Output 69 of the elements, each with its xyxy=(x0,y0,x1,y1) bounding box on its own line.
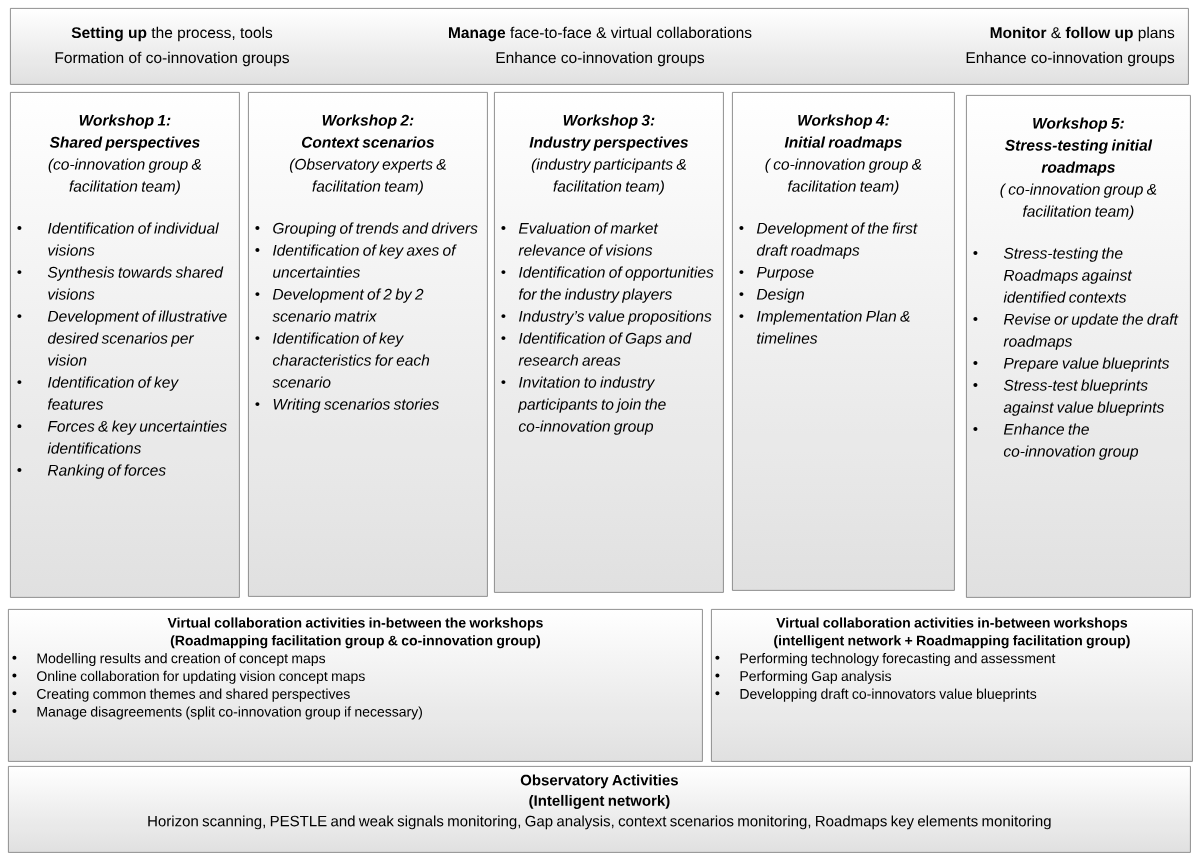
workshop-heading: Workshop 5: xyxy=(1033,117,1124,132)
panel-heading: (Intelligent network) xyxy=(529,794,670,809)
phase-text: Manage face-to-face & virtual collaborations xyxy=(449,26,752,42)
workshop-box xyxy=(494,92,724,593)
workshop-title: Industry perspectives xyxy=(529,136,688,151)
bullet-item: Revise or update the draft roadmaps xyxy=(973,313,1179,350)
bullet-item: Modelling results and creation of concept maps xyxy=(12,653,326,667)
bullet-item: Creating common themes and shared perspectives xyxy=(12,688,350,702)
bullet-item: Forces & key uncertainties identifications xyxy=(17,420,227,454)
workshop-box xyxy=(966,95,1191,598)
workshop-heading: Workshop 1: xyxy=(79,114,171,129)
bullet-item: Industry’s value propositions xyxy=(501,310,712,325)
workshop-box xyxy=(248,92,488,597)
participants-note: (co-innovation group & facilitation team) xyxy=(48,158,202,195)
workshop-box xyxy=(732,92,955,591)
bullet-item: Identification of opportunities for the industry players xyxy=(501,266,714,303)
bullet-item: Invitation to industry participants to join the co-innovation group xyxy=(501,376,666,435)
bullet-item: Identification of key axes of uncertainties xyxy=(255,244,457,278)
bullet-item: Identification of key characteristics for each scenario xyxy=(255,332,430,388)
participants-note: (industry participants & facilitation team) xyxy=(531,158,686,195)
participants-note: ( co-innovation group & facilitation team) xyxy=(1000,183,1157,220)
bullet-item: Stress-testing the Roadmaps against identified contexts xyxy=(973,247,1133,303)
workshop-heading: Workshop 2: xyxy=(322,114,414,129)
phase-text: Formation of co-innovation groups xyxy=(55,51,289,67)
bullet-item: Development of 2 by 2 scenario matrix xyxy=(255,288,424,322)
bullet-item: Prepare value blueprints xyxy=(973,357,1170,372)
panel-heading: (intelligent network + Roadmapping facilitation group) xyxy=(774,635,1130,649)
bullet-item: Stress-test blueprints against value blueprints xyxy=(973,379,1164,416)
panel-heading: Virtual collaboration activities in-between the workshops xyxy=(167,617,543,631)
workshop-box xyxy=(10,92,240,598)
workshop-heading: Workshop 3: xyxy=(563,114,655,129)
participants-note: ( co-innovation group & facilitation team) xyxy=(765,158,922,195)
bullet-item: Development of the first draft roadmaps xyxy=(739,222,918,259)
workshop-title: Context scenarios xyxy=(301,136,435,148)
bullet-item: Performing Gap analysis xyxy=(715,670,892,684)
bullet-item: Identification of individual visions xyxy=(17,222,219,256)
bullet-item: Performing technology forecasting and assessment xyxy=(715,653,1056,667)
panel-heading: Observatory Activities xyxy=(520,774,678,789)
phase-text: Monitor & follow up plans xyxy=(990,26,1175,42)
bullet-item: Grouping of trends and drivers xyxy=(255,222,478,237)
bullet-item: Developping draft co-innovators value blueprints xyxy=(715,688,1037,702)
activity-list: Horizon scanning, PESTLE and weak signals monitoring, Gap analysis, context scenarios monitoring, Roadmaps key elements monitoring xyxy=(148,815,1051,830)
bullet-item: Ranking of forces xyxy=(17,464,166,479)
bullet-item: Synthesis towards shared visions xyxy=(17,266,224,300)
bullet-item: Purpose xyxy=(739,266,814,281)
phase-text: Setting up the process, tools xyxy=(71,26,273,42)
bullet-item: Evaluation of market relevance of visions xyxy=(501,222,659,256)
workshop-title: Shared perspectives xyxy=(49,136,200,151)
bullet-item: Design xyxy=(739,288,804,303)
bullet-item: Development of illustrative desired scenarios per vision xyxy=(17,310,227,366)
bullet-item: Manage disagreements (split co-innovation group if necessary) xyxy=(12,706,422,720)
panel-heading: Virtual collaboration activities in-between workshops xyxy=(776,617,1128,631)
participants-note: (Observatory experts & facilitation team) xyxy=(289,158,446,195)
bullet-item: Identification of key features xyxy=(17,376,179,410)
workshop-heading: Workshop 4: xyxy=(798,114,889,129)
phase-text: Enhance co-innovation groups xyxy=(966,51,1175,67)
activity-panel xyxy=(8,609,703,762)
workshop-title: Initial roadmaps xyxy=(784,136,902,151)
observatory-panel xyxy=(8,766,1191,853)
workshop-title: Stress-testing initial roadmaps xyxy=(1005,139,1153,176)
panel-heading: (Roadmapping facilitation group & co-innovation group) xyxy=(170,635,540,649)
bullet-item: Implementation Plan & timelines xyxy=(739,310,910,344)
header-band xyxy=(10,8,1189,85)
bullet-item: Enhance the co-innovation group xyxy=(973,423,1139,460)
activity-panel xyxy=(711,609,1193,762)
bullet-item: Online collaboration for updating vision concept maps xyxy=(12,670,365,684)
bullet-item: Writing scenarios stories xyxy=(255,398,439,413)
bullet-item: Identification of Gaps and research areas xyxy=(501,332,692,366)
phase-text: Enhance co-innovation groups xyxy=(496,51,705,67)
